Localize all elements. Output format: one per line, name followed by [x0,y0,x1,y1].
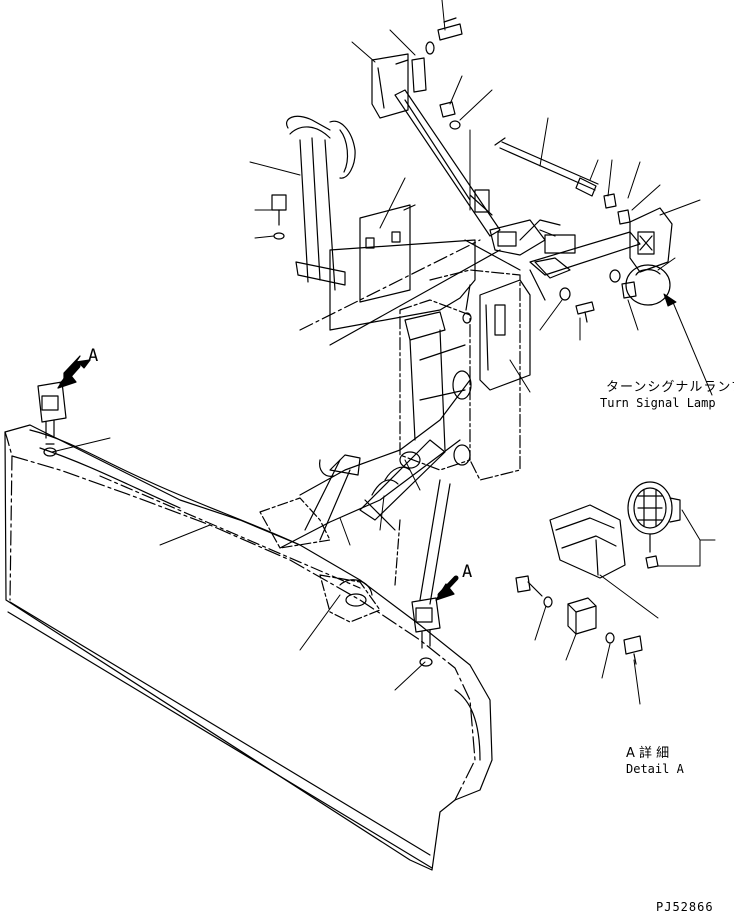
handle-assembly [271,115,476,331]
drawing-number: PJ52866 [656,900,714,914]
dozer-blade [4,424,493,871]
top-hardware [425,17,637,323]
view-a-label-left: A [88,346,99,366]
work-lamp-right [411,597,441,667]
lamp-mount-bracket [371,53,673,391]
view-arrow-right-icon [435,575,459,601]
turn-signal-label-en: Turn Signal Lamp [600,396,716,410]
detail-a-label-en: Detail A [626,762,684,776]
work-lamp-left [37,381,67,457]
view-arrow-left-icon [57,355,91,389]
turn-signal-label-jp: ターンシグナルランプ [606,380,734,395]
leader-lines [51,0,716,705]
detail-a-label-jp: A 詳 細 [626,746,670,761]
detail-a-parts [515,481,681,665]
view-a-label-right: A [462,562,473,582]
